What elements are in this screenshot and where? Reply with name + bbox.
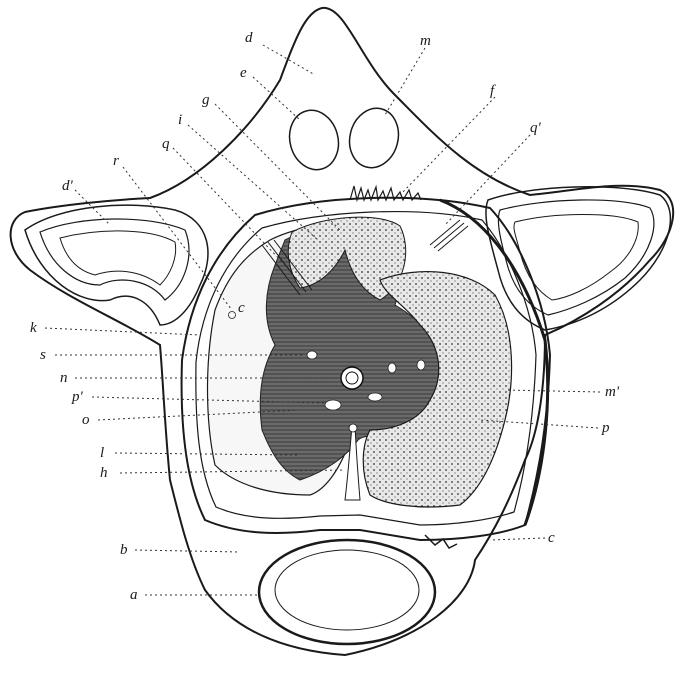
label-m: m <box>420 33 431 49</box>
label-c: c <box>548 530 555 546</box>
leader-m-prime <box>505 390 600 392</box>
leader-d <box>263 45 315 75</box>
label-m-prime: m' <box>605 384 620 400</box>
vessel-right <box>388 363 396 373</box>
label-f: f <box>490 83 496 99</box>
left-lateral-inner-2 <box>60 231 176 285</box>
label-q: q <box>162 136 170 152</box>
label-l: l <box>100 445 104 461</box>
right-lateral-inner-2 <box>514 215 638 301</box>
left-dorsal-foramen <box>283 105 345 175</box>
left-lateral-process <box>25 205 208 325</box>
right-dorsal-foramen <box>343 103 405 173</box>
label-b: b <box>120 542 128 558</box>
leader-k <box>45 328 200 335</box>
ventral-patch <box>425 535 457 548</box>
ventral-dot <box>349 424 357 432</box>
light-spot-left <box>325 400 341 410</box>
label-e: e <box>240 65 247 81</box>
label-a: a <box>130 587 138 603</box>
label-i: i <box>178 112 182 128</box>
label-g: g <box>202 92 210 108</box>
light-spot-right <box>368 393 382 401</box>
label-p-prime: p' <box>71 389 84 405</box>
leader-q-prime <box>445 135 530 225</box>
label-c-small: c <box>238 300 245 316</box>
leader-e <box>253 77 300 120</box>
vessel-s <box>307 351 317 359</box>
label-p: p <box>601 420 610 436</box>
leader-g <box>215 104 340 230</box>
leader-i <box>188 125 318 240</box>
leader-c <box>490 538 545 540</box>
leader-b <box>135 550 240 552</box>
vertebral-body-inner <box>275 550 419 630</box>
label-n: n <box>60 370 68 386</box>
dorsal-root-q-prime <box>430 220 468 251</box>
label-k: k <box>30 320 37 336</box>
label-o: o <box>82 412 90 428</box>
label-s: s <box>40 347 46 363</box>
label-d: d <box>245 30 253 46</box>
vertebral-body-outer <box>259 540 435 644</box>
label-d-prime: d' <box>62 178 74 194</box>
label-r: r <box>113 153 119 169</box>
central-canal <box>341 367 363 389</box>
label-h: h <box>100 465 108 481</box>
right-lateral-process <box>486 187 671 330</box>
vessel-right-2 <box>417 360 425 370</box>
label-q-prime: q' <box>530 120 542 136</box>
